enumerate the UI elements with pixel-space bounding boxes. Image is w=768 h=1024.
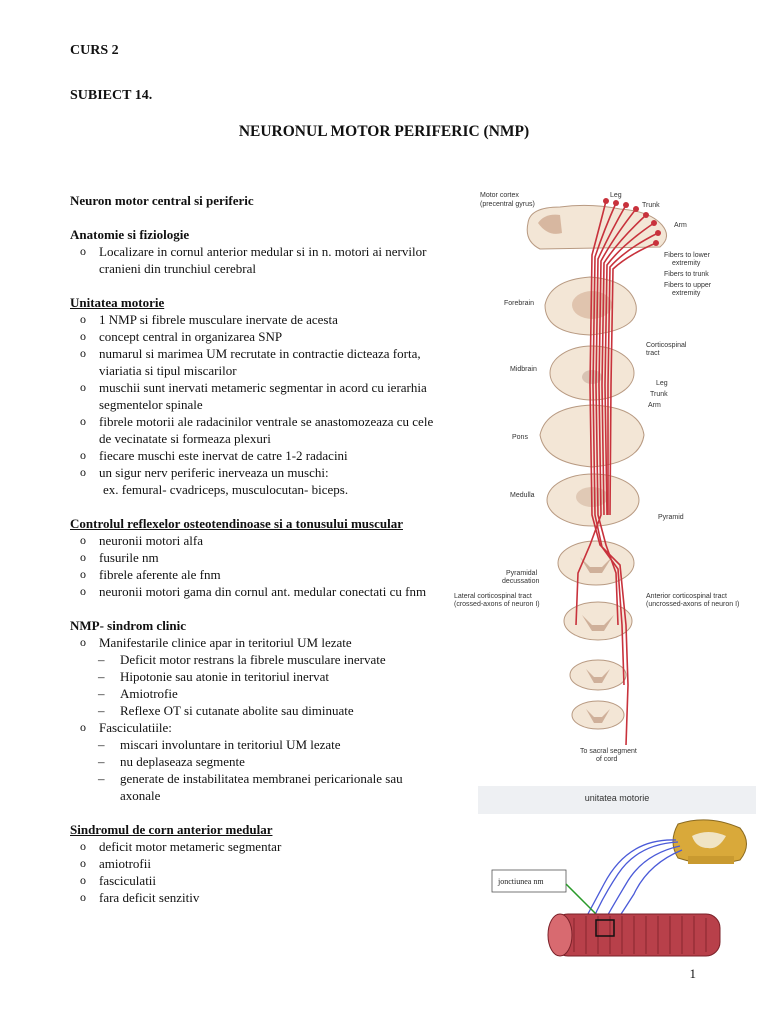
subject-header: SUBIECT 14. [70, 88, 153, 103]
sub-list-item: Reflexe OT si cutanate abolite sau dimin… [70, 702, 440, 719]
list-item: fasciculatii [70, 872, 440, 889]
list-item: neuronii motori alfa [70, 532, 440, 549]
lumbar-cord-section [571, 700, 625, 730]
section-title-intro: Neuron motor central si periferic [70, 193, 254, 208]
course-header: CURS 2 [70, 43, 119, 58]
list-item: un sigur nerv periferic inerveaza un mus… [70, 464, 440, 481]
clinic-list: Manifestarile clinice apar in teritoriul… [70, 634, 440, 804]
anatomy-list: Localizare in cornul anterior medular si… [70, 243, 440, 277]
section-title-anatomy: Anatomie si fiziologie [70, 227, 190, 242]
pons-section [539, 404, 645, 468]
list-item: fibrele motorii ale radacinilor ventrale… [70, 413, 440, 447]
list-item: numarul si marimea UM recrutate in contr… [70, 345, 440, 379]
label-sacral-1: To sacral segment [580, 748, 637, 755]
label-leg-2: Leg [656, 380, 668, 387]
list-item: muschii sunt inervati metameric segmenta… [70, 379, 440, 413]
label-leg: Leg [610, 192, 622, 199]
label-trunk: Trunk [642, 202, 660, 209]
label-medulla: Medulla [510, 492, 535, 499]
sub-list-item: nu deplaseaza segmente [70, 753, 440, 770]
list-item: neuronii motori gama din cornul ant. med… [70, 583, 440, 600]
list-item: deficit motor metameric segmentar [70, 838, 440, 855]
cervical-cord-section [563, 601, 633, 641]
label-forebrain: Forebrain [504, 300, 534, 307]
label-arm-2: Arm [648, 402, 661, 409]
sub-list-item: Hipotonie sau atonie in teritoriul inerv… [70, 668, 440, 685]
motor-unit-figure: unitatea motorie jonctiunea nm [478, 786, 756, 964]
thoracic-cord-section [569, 659, 627, 691]
list-item: fara deficit senzitiv [70, 889, 440, 906]
label-anterior-1: Anterior corticospinal tract [646, 593, 727, 600]
label-sacral-2: of cord [596, 756, 618, 763]
section-title-anterior-horn: Sindromul de corn anterior medular [70, 822, 273, 837]
sub-list-item: miscari involuntare in teritoriul UM lez… [70, 736, 440, 753]
label-pyr-dec-1: Pyramidal [506, 570, 538, 577]
label-pons: Pons [512, 434, 528, 441]
label-trunk-2: Trunk [650, 391, 668, 398]
label-pyramid: Pyramid [658, 514, 684, 521]
spinal-ganglion [672, 819, 747, 864]
label-fibers-upper-1: Fibers to upper [664, 282, 712, 289]
corticospinal-tract-figure: Motor cortex (precentral gyrus) Leg Trun… [454, 192, 739, 763]
label-pyr-dec-2: decussation [502, 578, 539, 585]
page-number: 1 [689, 966, 697, 981]
list-item: Manifestarile clinice apar in teritoriul… [70, 634, 440, 651]
text-column: Neuron motor central si periferic Anatom… [70, 192, 440, 906]
list-item: fiecare muschi este inervat de catre 1-2… [70, 447, 440, 464]
section-title-clinic: NMP- sindrom clinic [70, 618, 187, 633]
motor-unit-list: 1 NMP si fibrele musculare inervate de a… [70, 311, 440, 481]
label-fibers-trunk: Fibers to trunk [664, 271, 709, 278]
sub-list-item: generate de instabilitatea membranei per… [70, 770, 440, 804]
section-title-motor-unit: Unitatea motorie [70, 295, 165, 310]
label-arm: Arm [674, 222, 687, 229]
list-item: Fasciculatiile: [70, 719, 440, 736]
label-fibers-upper-2: extremity [672, 290, 701, 297]
label-lateral-2: (crossed-axons of neuron I) [454, 601, 540, 608]
sub-list-item: Deficit motor restrans la fibrele muscul… [70, 651, 440, 668]
motor-unit-title: unitatea motorie [584, 793, 650, 803]
list-item: amiotrofii [70, 855, 440, 872]
label-corticospinal-1: Corticospinal [646, 342, 687, 349]
list-item: fibrele aferente ale fnm [70, 566, 440, 583]
label-motor-cortex: Motor cortex [480, 192, 519, 199]
label-anterior-2: (uncrossed-axons of neuron I) [646, 601, 739, 608]
label-midbrain: Midbrain [510, 366, 537, 373]
junction-label: jonctiunea nm [497, 877, 544, 886]
list-item: concept central in organizarea SNP [70, 328, 440, 345]
list-item: Localizare in cornul anterior medular si… [70, 243, 440, 277]
sub-list-item: Amiotrofie [70, 685, 440, 702]
section-title-reflex: Controlul reflexelor osteotendinoase si … [70, 516, 403, 531]
label-corticospinal-2: tract [646, 350, 660, 357]
reflex-list: neuronii motori alfa fusurile nm fibrele… [70, 532, 440, 600]
motor-unit-title-bar [478, 786, 756, 814]
label-fibers-lower-2: extremity [672, 260, 701, 267]
muscle-bundle [547, 913, 721, 957]
upper-cord-section [557, 540, 635, 586]
label-precentral: (precentral gyrus) [480, 201, 535, 208]
page-title: NEURONUL MOTOR PERIFERIC (NMP) [238, 123, 530, 140]
example-line: ex. femural- cvadriceps, musculocutan- b… [103, 482, 349, 497]
label-lateral-1: Lateral corticospinal tract [454, 593, 532, 600]
list-item: 1 NMP si fibrele musculare inervate de a… [70, 311, 440, 328]
anterior-horn-list: deficit motor metameric segmentar amiotr… [70, 838, 440, 906]
motor-unit-drawing: jonctiunea nm [491, 819, 747, 957]
list-item: fusurile nm [70, 549, 440, 566]
label-fibers-lower-1: Fibers to lower [664, 252, 711, 259]
